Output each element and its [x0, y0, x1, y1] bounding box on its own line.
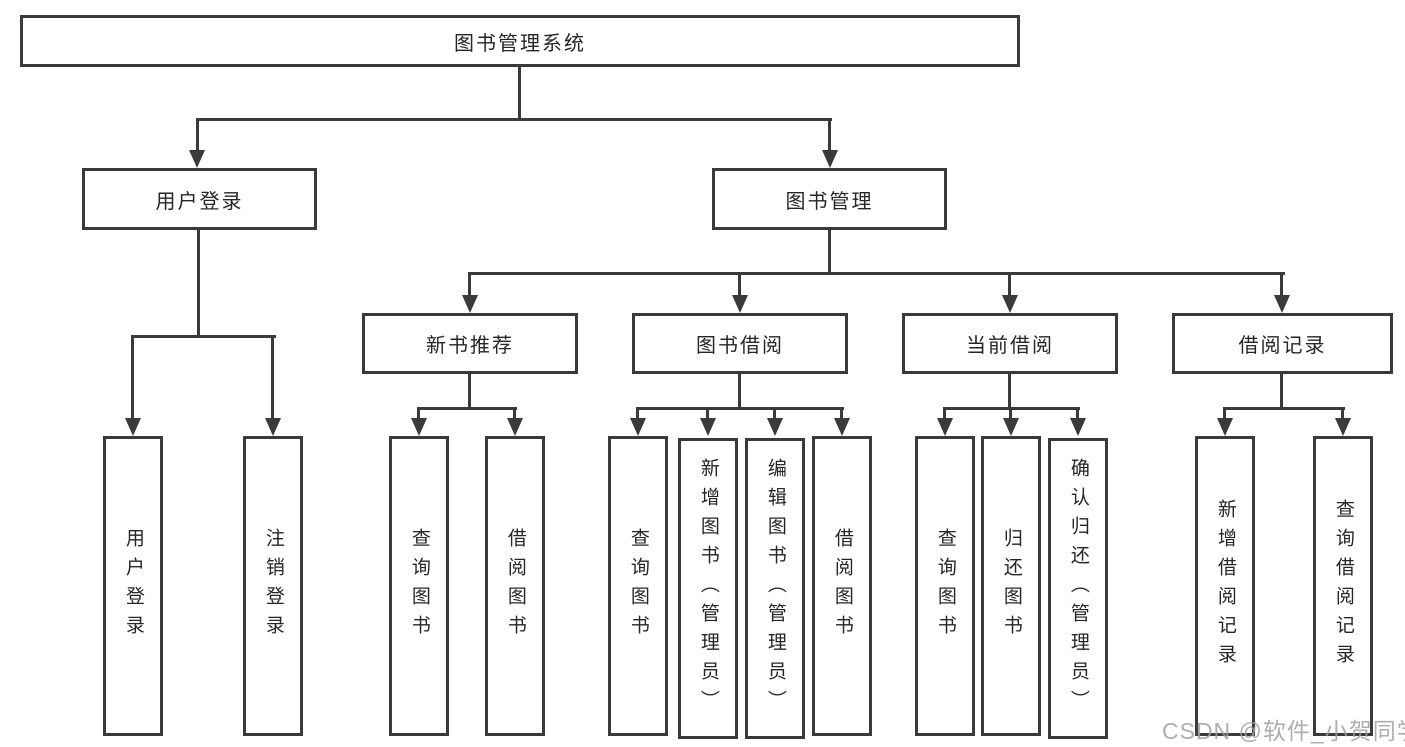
connector-arrowhead — [732, 295, 748, 313]
node-borrowing-records-label: 借阅记录 — [1238, 335, 1327, 357]
leaf-log-add-record: 新增借阅记录 — [1195, 436, 1255, 736]
leaf-bor-edit-books-admin-label: 编辑图书（管理员） — [764, 458, 786, 719]
leaf-bor-borrow-books-label: 借阅图书 — [831, 528, 853, 644]
connector-line — [773, 410, 776, 418]
connector-line — [513, 410, 516, 418]
connector-arrowhead — [462, 295, 478, 313]
connector-line — [468, 272, 1285, 275]
connector-arrowhead — [189, 150, 205, 168]
connector-arrowhead — [1274, 295, 1290, 313]
connector-line — [1280, 275, 1283, 295]
node-borrowing-records: 借阅记录 — [1172, 313, 1393, 374]
connector-line — [738, 374, 741, 410]
node-root-label: 图书管理系统 — [454, 32, 586, 55]
connector-arrowhead — [1002, 295, 1018, 313]
connector-line — [828, 230, 831, 275]
node-book-borrowing: 图书借阅 — [632, 313, 848, 374]
connector-arrowhead — [265, 418, 281, 436]
leaf-cur-query-books: 查询图书 — [915, 436, 975, 736]
connector-line — [1008, 374, 1011, 410]
connector-arrowhead — [822, 150, 838, 168]
leaf-rec-query-books-label: 查询图书 — [408, 528, 430, 644]
leaf-bor-edit-books-admin: 编辑图书（管理员） — [745, 438, 805, 739]
leaf-bor-borrow-books: 借阅图书 — [812, 436, 872, 736]
connector-line — [271, 338, 274, 418]
connector-arrowhead — [834, 418, 850, 436]
leaf-log-query-record-label: 查询借阅记录 — [1332, 499, 1354, 673]
connector-line — [738, 275, 741, 295]
leaf-log-add-record-label: 新增借阅记录 — [1214, 499, 1236, 673]
connector-line — [1223, 407, 1345, 410]
connector-arrowhead — [767, 418, 783, 436]
connector-line — [636, 410, 639, 418]
leaf-cur-return-books: 归还图书 — [981, 436, 1041, 736]
connector-arrowhead — [1335, 418, 1351, 436]
connector-line — [1341, 410, 1344, 418]
leaf-rec-borrow-books-label: 借阅图书 — [504, 528, 526, 644]
connector-line — [468, 275, 471, 295]
node-book-management: 图书管理 — [712, 168, 947, 230]
leaf-bor-query-books-label: 查询图书 — [627, 528, 649, 644]
connector-line — [1280, 374, 1283, 410]
connector-arrowhead — [1070, 418, 1086, 436]
node-root-system: 图书管理系统 — [20, 15, 1020, 67]
connector-arrowhead — [937, 418, 953, 436]
connector-line — [706, 410, 709, 418]
connector-line — [840, 410, 843, 418]
leaf-cur-return-books-label: 归还图书 — [1000, 528, 1022, 644]
leaf-cur-confirm-return-admin: 确认归还（管理员） — [1048, 438, 1108, 739]
node-user-login: 用户登录 — [82, 168, 317, 230]
leaf-bor-query-books: 查询图书 — [608, 436, 668, 736]
connector-line — [518, 67, 521, 121]
connector-arrowhead — [125, 418, 141, 436]
connector-line — [1223, 410, 1226, 418]
node-new-book-recommendation-label: 新书推荐 — [426, 335, 514, 357]
connector-line — [468, 374, 471, 410]
connector-line — [636, 407, 844, 410]
node-book-borrowing-label: 图书借阅 — [696, 335, 784, 357]
leaf-rec-query-books: 查询图书 — [389, 436, 449, 736]
connector-line — [131, 338, 134, 418]
node-book-management-label: 图书管理 — [785, 190, 874, 213]
connector-line — [417, 407, 517, 410]
connector-line — [197, 230, 200, 338]
connector-arrowhead — [1217, 418, 1233, 436]
connector-line — [196, 121, 199, 150]
connector-line — [828, 121, 831, 150]
leaf-cur-query-books-label: 查询图书 — [934, 528, 956, 644]
connector-arrowhead — [630, 418, 646, 436]
connector-arrowhead — [1003, 418, 1019, 436]
node-current-borrowing-label: 当前借阅 — [966, 335, 1054, 357]
node-current-borrowing: 当前借阅 — [902, 313, 1118, 374]
connector-line — [196, 118, 832, 121]
connector-line — [1009, 410, 1012, 418]
connector-line — [131, 335, 276, 338]
leaf-logout: 注销登录 — [243, 436, 303, 736]
leaf-rec-borrow-books: 借阅图书 — [485, 436, 545, 736]
leaf-cur-confirm-return-admin-label: 确认归还（管理员） — [1067, 458, 1089, 719]
connector-line — [1076, 410, 1079, 418]
leaf-logout-label: 注销登录 — [262, 528, 284, 644]
leaf-user-login-label: 用户登录 — [122, 528, 144, 644]
connector-arrowhead — [411, 418, 427, 436]
connector-line — [943, 407, 1080, 410]
leaf-log-query-record: 查询借阅记录 — [1313, 436, 1373, 736]
leaf-bor-add-books-admin-label: 新增图书（管理员） — [697, 458, 719, 719]
connector-arrowhead — [700, 418, 716, 436]
connector-arrowhead — [507, 418, 523, 436]
connector-line — [943, 410, 946, 418]
connector-line — [417, 410, 420, 418]
csdn-watermark: CSDN @软件_小贺同学 — [1162, 718, 1405, 744]
node-new-book-recommendation: 新书推荐 — [362, 313, 578, 374]
node-user-login-label: 用户登录 — [155, 190, 244, 213]
leaf-user-login: 用户登录 — [103, 436, 163, 736]
leaf-bor-add-books-admin: 新增图书（管理员） — [678, 438, 738, 739]
connector-line — [1008, 275, 1011, 295]
